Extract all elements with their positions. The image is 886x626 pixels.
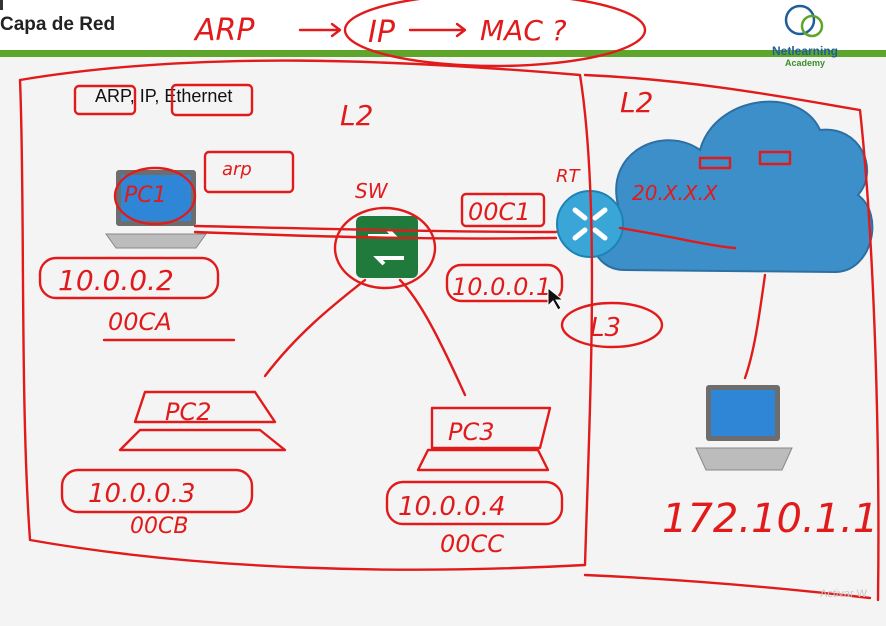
pc3-laptop-base xyxy=(416,448,550,472)
pc2-laptop-base xyxy=(118,428,287,452)
pc3-to-switch-line xyxy=(398,278,467,397)
pc2-mac-text: 00CB xyxy=(130,514,188,539)
pc3-ip-outline xyxy=(385,480,564,526)
laptop-remote-icon xyxy=(695,385,793,471)
pc2-ip-text: 10.0.0.3 xyxy=(88,479,196,509)
cloud-sketch-boxes xyxy=(698,150,792,170)
wan-boundary xyxy=(583,73,880,602)
l2-right-text: L2 xyxy=(620,86,653,119)
l3-outline xyxy=(560,301,664,349)
mac-text: MAC ? xyxy=(480,14,567,47)
router-ip-text: 10.0.0.1 xyxy=(452,273,551,301)
ip-text: IP xyxy=(368,15,396,50)
pc1-ip-text: 10.0.0.2 xyxy=(58,264,174,297)
logo-brand: Netlearning xyxy=(771,44,838,58)
corner-mark xyxy=(0,0,3,10)
slide-header xyxy=(0,0,886,50)
pc2-laptop-sketch xyxy=(133,390,277,424)
mouse-cursor-icon xyxy=(547,286,565,311)
pc1-to-router-line-2 xyxy=(193,224,558,234)
logo-subtitle: Academy xyxy=(784,58,826,68)
pc1-ip-outline xyxy=(38,256,220,300)
arp-box xyxy=(203,150,295,194)
router-tag-text: RT xyxy=(556,166,582,187)
router-ip-outline xyxy=(445,263,564,303)
switch-circle xyxy=(333,206,437,290)
chat-bubbles-icon xyxy=(784,4,824,38)
header-green-bar xyxy=(0,50,886,57)
top-formula: ARP IP MAC ? xyxy=(193,0,647,68)
pc3-text: PC3 xyxy=(448,418,495,446)
router-mac-text: 00C1 xyxy=(468,198,531,226)
cloud-net-text: 20.X.X.X xyxy=(632,181,719,205)
remote-ip-text: 172.10.1.1 xyxy=(662,496,878,542)
pc3-mac-text: 00CC xyxy=(440,530,504,558)
netlearning-logo: Netlearning Academy xyxy=(760,0,850,72)
pc1-mac-text: 00CA xyxy=(108,308,172,336)
label-outline-left xyxy=(73,84,137,116)
l2-left-text: L2 xyxy=(340,99,373,132)
router-mac-outline xyxy=(460,192,546,228)
laptop-pc1-icon xyxy=(105,170,207,249)
pc2-to-switch-line xyxy=(263,278,367,378)
pc1-to-router-line-1 xyxy=(193,230,558,240)
pc2-text: PC2 xyxy=(165,398,212,426)
cloud-to-laptop-line xyxy=(743,273,767,380)
slide-title: Capa de Red xyxy=(0,14,116,35)
router-to-cloud-line xyxy=(618,226,737,250)
l3-text: L3 xyxy=(590,313,621,343)
pc3-ip-text: 10.0.0.4 xyxy=(398,492,506,522)
switch-icon xyxy=(356,216,418,278)
pc2-ip-outline xyxy=(60,468,254,514)
pc3-laptop-sketch xyxy=(430,406,552,450)
sw-text: SW xyxy=(355,179,389,203)
label-outline-right xyxy=(170,83,254,117)
arp-box-text: arp xyxy=(222,159,252,180)
pc1-text: PC1 xyxy=(124,183,167,208)
pc1-circle xyxy=(113,166,197,226)
activation-watermark: Activar W xyxy=(820,588,868,600)
protocol-label: ARP, IP, Ethernet xyxy=(95,86,233,106)
arp-text: ARP xyxy=(193,13,255,48)
lan-boundary xyxy=(18,59,594,571)
router-icon xyxy=(556,190,624,258)
